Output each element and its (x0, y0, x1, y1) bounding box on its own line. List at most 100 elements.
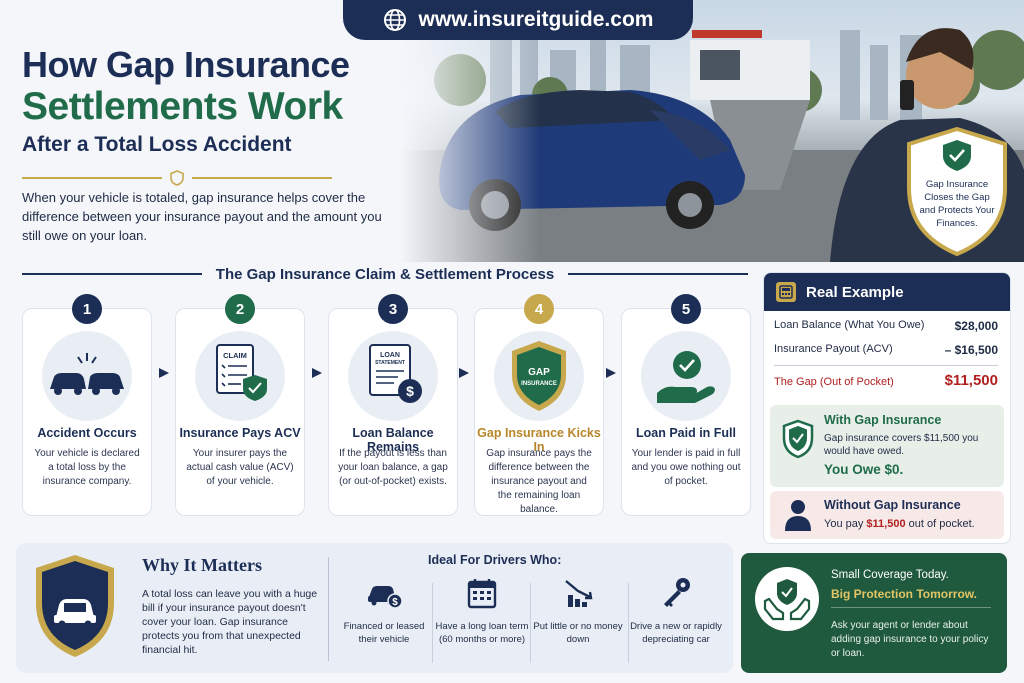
example-row-payout: Insurance Payout (ACV) – $16,500 (774, 343, 998, 357)
gap-value: $11,500 (944, 372, 998, 389)
step-title-3: Loan Balance Remains (352, 426, 434, 454)
hand-check-icon (641, 331, 731, 421)
hero-photo (400, 0, 1024, 262)
ideal-divider (432, 583, 433, 663)
step-number-5: 5 (671, 294, 701, 324)
ideal-item-financed: $ Financed or leased their vehicle (336, 575, 432, 646)
step-title-4: Gap Insurance Kicks In (477, 426, 601, 454)
without-gap-box: Without Gap Insurance You pay $11,500 ou… (770, 491, 1004, 539)
gap-insurance-shield-icon: GAP INSURANCE (494, 331, 584, 421)
process-heading-text: The Gap Insurance Claim & Settlement Pro… (215, 265, 555, 283)
gap-protection-badge: Gap Insurance Closes the Gap and Protect… (905, 126, 1009, 258)
ideal-heading: Ideal For Drivers Who: (428, 553, 562, 567)
svg-text:LOAN: LOAN (380, 352, 400, 359)
example-row-value: – $16,500 (944, 343, 998, 357)
intro-text: When your vehicle is totaled, gap insura… (22, 190, 382, 243)
real-example-header: Real Example (764, 273, 1010, 311)
arrow-right-icon (606, 368, 616, 378)
example-gap-row: The Gap (Out of Pocket) $11,500 (774, 372, 998, 389)
small-shield-icon (170, 170, 184, 186)
example-row-loan: Loan Balance (What You Owe) $28,000 (774, 319, 998, 333)
arrow-right-icon (312, 368, 322, 378)
car-crash-icon (42, 331, 132, 421)
gap-label: The Gap (Out of Pocket) (774, 376, 894, 388)
loan-statement-icon: LOAN STATEMENT $ (348, 331, 438, 421)
step-number-4: 4 (524, 294, 554, 324)
step-card-1: 1 Accident Occurs Your vehicle is declar… (22, 294, 152, 516)
ideal-text: Put little or no money down (533, 621, 623, 645)
cta-divider (831, 607, 991, 608)
without-gap-desc: You pay $11,500 out of pocket. (824, 518, 975, 530)
site-url-banner[interactable]: www.insureitguide.com (343, 0, 693, 40)
why-heading: Why It Matters (142, 555, 262, 575)
cta-desc: Ask your agent or lender about adding ga… (831, 620, 989, 659)
without-gap-amount: $11,500 (866, 518, 906, 530)
example-row-label: Insurance Payout (ACV) (774, 343, 893, 355)
why-divider (328, 557, 329, 661)
real-example-panel: Real Example Loan Balance (What You Owe)… (763, 272, 1011, 544)
ideal-divider (628, 583, 629, 663)
step-desc-4: Gap insurance pays the difference betwee… (486, 448, 592, 515)
calendar-icon (467, 579, 497, 609)
svg-text:$: $ (392, 597, 398, 608)
svg-text:GAP: GAP (528, 367, 550, 378)
key-icon (664, 578, 690, 607)
ideal-text: Drive a new or rapidly depreciating car (630, 621, 722, 645)
arrow-right-icon (459, 368, 469, 378)
svg-text:INSURANCE: INSURANCE (521, 381, 557, 387)
why-desc: A total loss can leave you with a huge b… (142, 588, 318, 656)
example-divider (774, 365, 998, 366)
title-divider (22, 170, 332, 186)
car-shield-icon (36, 555, 114, 657)
step-card-3: 3 LOAN STATEMENT $ Loan Balance Remains … (328, 294, 458, 516)
badge-shield-icon (907, 126, 1007, 257)
cta-line2: Big Protection Tomorrow. (831, 587, 977, 601)
globe-icon (383, 9, 406, 31)
page-subtitle: After a Total Loss Accident (22, 133, 292, 156)
without-gap-heading: Without Gap Insurance (824, 498, 961, 512)
why-it-matters-panel: Why It Matters A total loss can leave yo… (16, 543, 733, 673)
example-row-value: $28,000 (954, 319, 998, 333)
step-card-2: 2 CLAIM Insurance Pays ACV Your insurer … (175, 294, 305, 516)
arrow-right-icon (159, 368, 169, 378)
step-title-1: Accident Occurs (37, 426, 137, 440)
with-gap-desc: Gap insurance covers $11,500 you would h… (824, 433, 979, 457)
page-title-line1: How Gap Insurance (22, 44, 350, 85)
cta-line1: Small Coverage Today. (831, 569, 949, 581)
step-desc-5: Your lender is paid in full and you owe … (631, 448, 741, 487)
with-gap-heading: With Gap Insurance (824, 413, 942, 427)
ideal-text: Have a long loan term (60 months or more… (435, 621, 529, 645)
green-shield-check-icon (782, 419, 814, 459)
step-number-3: 3 (378, 294, 408, 324)
claim-form-icon: CLAIM (195, 331, 285, 421)
step-number-1: 1 (72, 294, 102, 324)
example-row-label: Loan Balance (What You Owe) (774, 319, 925, 331)
down-chart-icon (565, 580, 593, 607)
car-dollar-icon: $ (368, 586, 403, 609)
real-example-title: Real Example (806, 283, 904, 301)
step-desc-2: Your insurer pays the actual cash value … (186, 448, 294, 487)
page-title-line2: Settlements Work (22, 85, 343, 128)
with-gap-owe: You Owe $0. (824, 462, 904, 477)
ideal-item-new-car: Drive a new or rapidly depreciating car (628, 575, 724, 646)
ideal-item-long-term: Have a long loan term (60 months or more… (434, 575, 530, 646)
step-card-5: 5 Loan Paid in Full Your lender is paid … (621, 294, 751, 516)
process-heading: The Gap Insurance Claim & Settlement Pro… (22, 264, 749, 284)
site-url: www.insureitguide.com (418, 8, 654, 31)
ideal-item-low-down: Put little or no money down (530, 575, 626, 646)
svg-text:STATEMENT: STATEMENT (375, 360, 405, 366)
hands-shield-icon (755, 567, 819, 631)
calculator-icon (776, 282, 796, 302)
ideal-divider (530, 583, 531, 663)
step-card-4: 4 GAP INSURANCE Gap Insurance Kicks In G… (474, 294, 604, 516)
step-number-2: 2 (225, 294, 255, 324)
step-desc-3: If the payout is less than your loan bal… (338, 448, 448, 487)
step-title-2: Insurance Pays ACV (179, 426, 301, 440)
with-gap-box: With Gap Insurance Gap insurance covers … (770, 405, 1004, 487)
person-icon (785, 500, 811, 531)
badge-text: Gap Insurance Closes the Gap and Protect… (919, 179, 995, 229)
ideal-text: Financed or leased their vehicle (343, 621, 425, 645)
step-title-5: Loan Paid in Full (636, 426, 736, 440)
cta-panel: Small Coverage Today. Big Protection Tom… (741, 553, 1007, 673)
step-desc-1: Your vehicle is declared a total loss by… (34, 448, 140, 487)
